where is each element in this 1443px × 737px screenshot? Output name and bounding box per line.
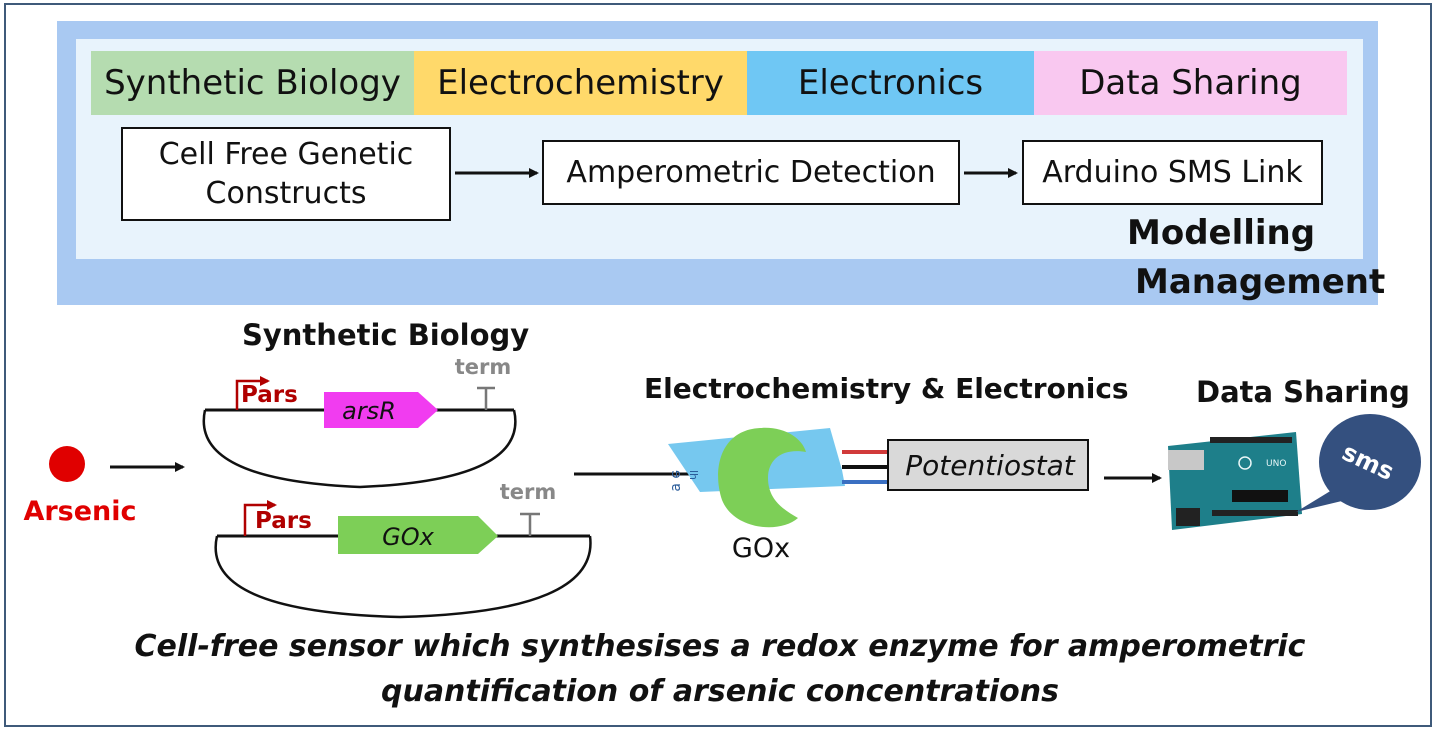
arduino-uno-label: UNO — [1266, 459, 1286, 469]
promoter-label-1: Pars — [241, 382, 298, 408]
step-amperometric-detection: Amperometric Detection — [542, 140, 960, 205]
section-title-electrochemistry-electronics: Electrochemistry & Electronics — [644, 372, 1129, 405]
promoter-arrow-1 — [235, 376, 270, 410]
gene-label-arsR: arsR — [342, 397, 396, 425]
plasmid-GOx: Pars GOx term — [214, 480, 592, 619]
power-jack-icon — [1176, 508, 1200, 526]
arsenic-label: Arsenic — [23, 496, 136, 527]
potentiostat-box — [887, 439, 1089, 491]
sms-bubble-shape — [1319, 414, 1421, 510]
electrode-print-letters: ɘ ɐ — [668, 470, 684, 491]
arduino-board: UNO — [1168, 432, 1302, 530]
arduino-logo-icon — [1238, 456, 1252, 470]
arsenic-dot — [49, 446, 85, 482]
gene-arsR — [324, 392, 438, 428]
usb-port-icon — [1168, 450, 1204, 470]
section-title-synthetic-biology: Synthetic Biology — [242, 318, 530, 352]
step-cell-free-line2: Constructs — [205, 176, 367, 211]
gene-GOx — [338, 516, 498, 554]
domain-electronics: Electronics — [747, 51, 1034, 115]
electrode-print-marker: lh — [687, 470, 700, 480]
header-pins-bottom — [1212, 510, 1298, 516]
plasmid-arsR: Pars arsR term — [202, 355, 517, 489]
modelling-label: Modelling — [1127, 213, 1316, 253]
gox-enzyme-label: GOx — [732, 533, 790, 564]
terminator-label-1: term — [455, 355, 512, 379]
management-label: Management — [1135, 262, 1386, 302]
caption-line-1: Cell-free sensor which synthesises a red… — [134, 629, 1306, 664]
sms-bubble: sms — [1296, 414, 1421, 512]
promoter-arrow-2 — [243, 500, 277, 536]
domain-electrochemistry: Electrochemistry — [414, 51, 747, 115]
domain-data-sharing: Data Sharing — [1034, 51, 1347, 115]
caption-line-2: quantification of arsenic concentrations — [380, 674, 1060, 709]
terminator-label-2: term — [500, 480, 557, 504]
figure-caption: Cell-free sensor which synthesises a red… — [120, 624, 1320, 714]
gene-label-GOx: GOx — [382, 523, 434, 551]
terminator-2 — [520, 512, 540, 536]
potentiostat-label: Potentiostat — [905, 449, 1076, 482]
domain-synthetic-biology: Synthetic Biology — [91, 51, 414, 115]
step-cell-free-line1: Cell Free Genetic — [158, 137, 414, 172]
section-title-data-sharing: Data Sharing — [1196, 375, 1410, 409]
gox-enzyme-shape — [718, 427, 806, 528]
step-arduino-sms-link: Arduino SMS Link — [1022, 140, 1323, 205]
microcontroller-chip — [1232, 490, 1288, 502]
sms-bubble-tail — [1296, 490, 1346, 512]
header-pins-top — [1210, 437, 1292, 443]
figure-border — [4, 3, 1432, 727]
electrode-sensor: ɘ ɐ lh GOx — [668, 427, 888, 564]
step-cell-free-constructs: Cell Free Genetic Constructs — [121, 127, 451, 221]
terminator-1 — [477, 386, 495, 410]
promoter-label-2: Pars — [255, 508, 312, 534]
